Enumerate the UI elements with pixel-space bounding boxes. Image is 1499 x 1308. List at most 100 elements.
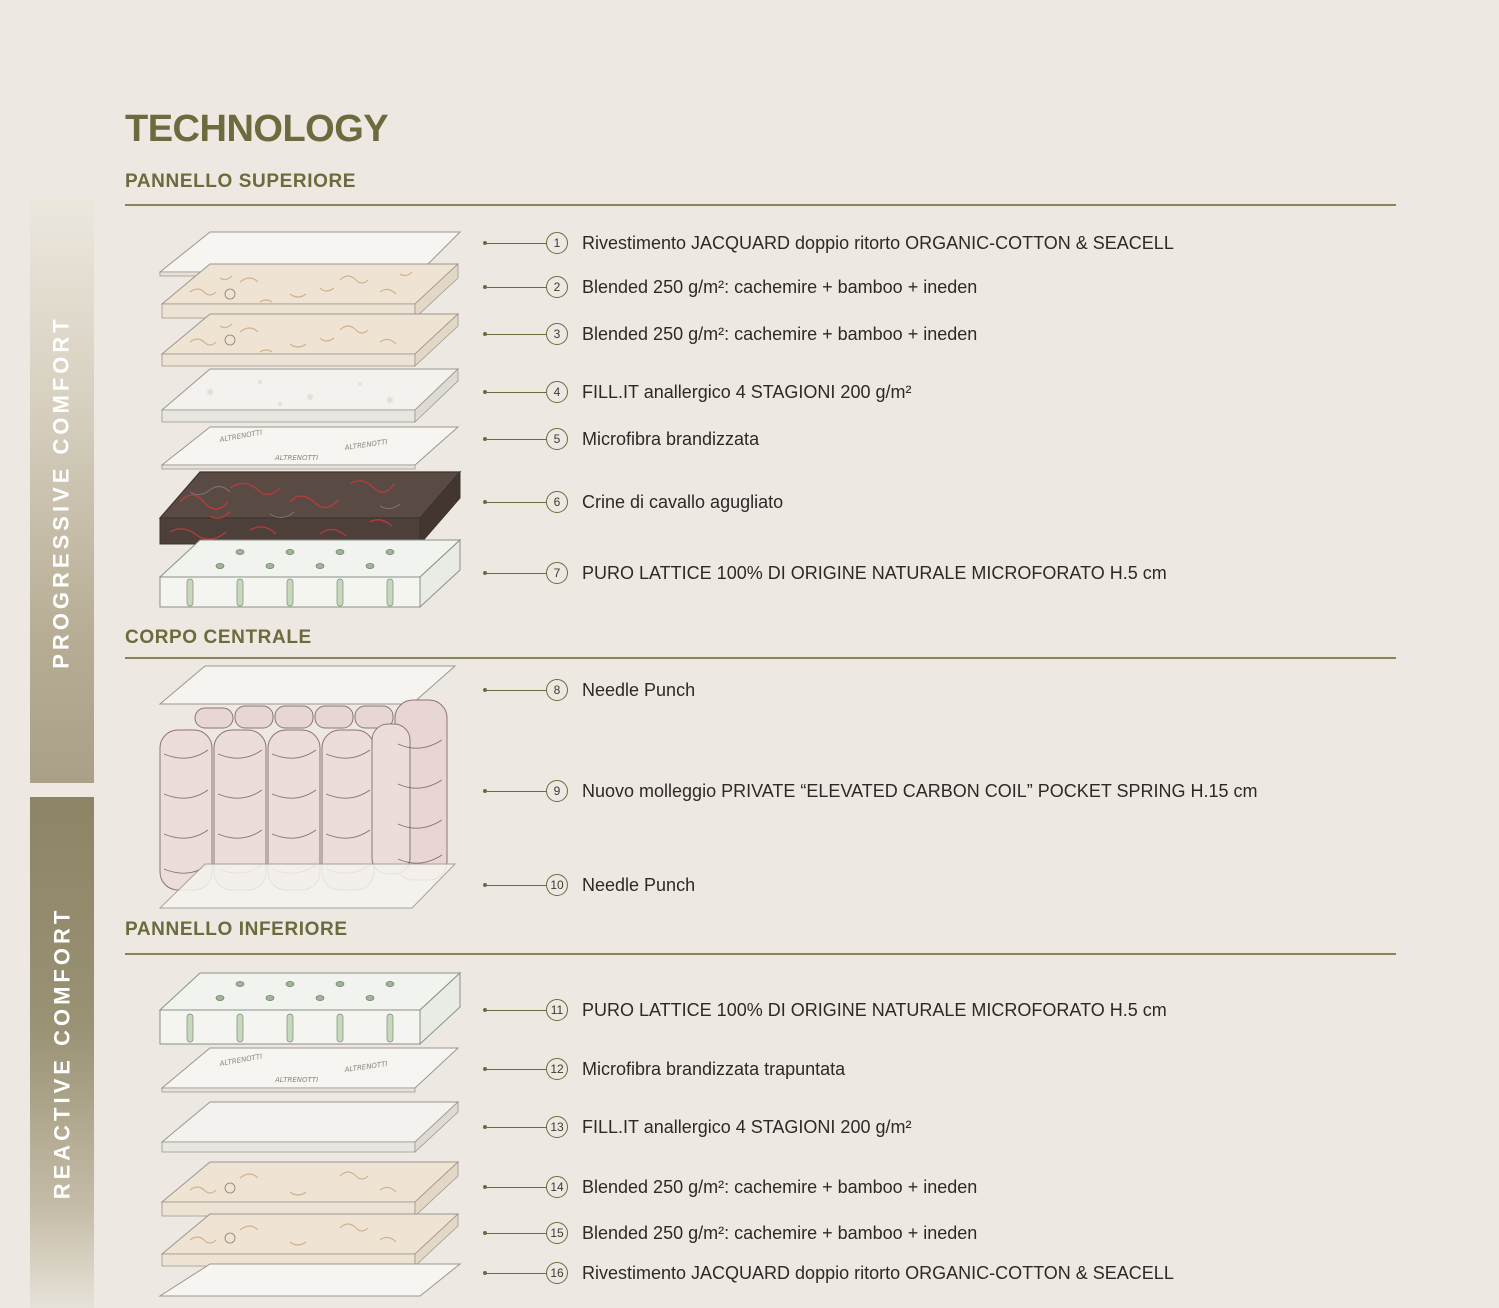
layer-item-11: 11 PURO LATTICE 100% DI ORIGINE NATURALE… xyxy=(483,997,1167,1023)
leader-dot xyxy=(483,883,487,887)
leader-line xyxy=(487,1068,546,1070)
leader-dot xyxy=(483,571,487,575)
jacquard-cover-layer-drawing xyxy=(158,1263,462,1297)
leader-dot xyxy=(483,285,487,289)
leader-line xyxy=(487,1009,546,1011)
leader-dot xyxy=(483,390,487,394)
layer-number-badge: 13 xyxy=(546,1116,568,1138)
layer-number-badge: 9 xyxy=(546,780,568,802)
page-title: TECHNOLOGY xyxy=(125,108,389,150)
blended-fiber-layer-drawing xyxy=(160,263,460,319)
leader-dot xyxy=(483,332,487,336)
layer-number-badge: 14 xyxy=(546,1176,568,1198)
layer-description: Needle Punch xyxy=(582,679,696,700)
layer-item-9: 9 Nuovo molleggio PRIVATE “ELEVATED CARB… xyxy=(483,778,1258,804)
layer-number-badge: 4 xyxy=(546,381,568,403)
section-divider xyxy=(125,953,1396,955)
leader-dot xyxy=(483,1067,487,1071)
leader-line xyxy=(487,333,546,335)
layer-description: Crine di cavallo agugliato xyxy=(582,491,784,512)
layer-item-4: 4 FILL.IT anallergico 4 STAGIONI 200 g/m… xyxy=(483,379,911,405)
blended-fiber-layer-drawing xyxy=(160,1213,460,1267)
needle-punch-top-drawing xyxy=(158,665,457,705)
blended-fiber-layer-drawing xyxy=(160,1161,460,1217)
leader-line xyxy=(487,790,546,792)
leader-dot xyxy=(483,1231,487,1235)
layer-description: FILL.IT anallergico 4 STAGIONI 200 g/m² xyxy=(582,1116,912,1137)
layer-number-badge: 5 xyxy=(546,428,568,450)
progressive-comfort-label: PROGRESSIVE COMFORT xyxy=(49,314,75,669)
layer-number-badge: 2 xyxy=(546,276,568,298)
section-heading-upper-panel: PANNELLO SUPERIORE xyxy=(125,171,357,192)
layer-item-8: 8 Needle Punch xyxy=(483,677,695,703)
section-divider xyxy=(125,657,1396,659)
layer-item-13: 13 FILL.IT anallergico 4 STAGIONI 200 g/… xyxy=(483,1114,911,1140)
layer-number-badge: 15 xyxy=(546,1222,568,1244)
leader-dot xyxy=(483,500,487,504)
section-heading-lower-panel: PANNELLO INFERIORE xyxy=(125,919,348,940)
fill-it-layer-drawing xyxy=(160,368,460,423)
reactive-comfort-label: REACTIVE COMFORT xyxy=(49,906,74,1199)
needle-punch-bottom-drawing xyxy=(158,863,457,909)
layer-number-badge: 3 xyxy=(546,323,568,345)
pocket-spring-illustration xyxy=(158,665,457,909)
horsehair-layer-drawing xyxy=(158,470,462,546)
layer-description: Blended 250 g/m²: cachemire + bamboo + i… xyxy=(582,323,978,344)
layer-description: Nuovo molleggio PRIVATE “ELEVATED CARBON… xyxy=(582,780,1258,801)
layer-number-badge: 10 xyxy=(546,874,568,896)
leader-dot xyxy=(483,789,487,793)
fill-it-layer-drawing xyxy=(160,1101,460,1153)
leader-line xyxy=(487,501,546,503)
leader-line xyxy=(487,1126,546,1128)
layer-item-3: 3 Blended 250 g/m²: cachemire + bamboo +… xyxy=(483,321,977,347)
leader-line xyxy=(487,438,546,440)
layer-description: PURO LATTICE 100% DI ORIGINE NATURALE MI… xyxy=(582,562,1167,583)
progressive-comfort-band: PROGRESSIVE COMFORT xyxy=(30,200,94,783)
layer-item-6: 6 Crine di cavallo agugliato xyxy=(483,489,783,515)
leader-line xyxy=(487,689,546,691)
quilted-microfiber-layer-drawing: ALTRENOTTI ALTRENOTTI ALTRENOTTI xyxy=(160,1047,460,1093)
layer-item-14: 14 Blended 250 g/m²: cachemire + bamboo … xyxy=(483,1174,977,1200)
leader-dot xyxy=(483,1125,487,1129)
layer-number-badge: 11 xyxy=(546,999,568,1021)
layer-number-badge: 12 xyxy=(546,1058,568,1080)
latex-layer-drawing xyxy=(158,538,462,609)
layer-number-badge: 16 xyxy=(546,1262,568,1284)
upper-panel-layers-illustration: ALTRENOTTI ALTRENOTTI ALTRENOTTI xyxy=(158,231,462,609)
layer-item-10: 10 Needle Punch xyxy=(483,872,695,898)
leader-line xyxy=(487,391,546,393)
leader-line xyxy=(487,884,546,886)
leader-dot xyxy=(483,1008,487,1012)
layer-item-2: 2 Blended 250 g/m²: cachemire + bamboo +… xyxy=(483,274,977,300)
layer-number-badge: 7 xyxy=(546,562,568,584)
microfiber-layer-drawing: ALTRENOTTI ALTRENOTTI ALTRENOTTI xyxy=(160,426,460,470)
layer-description: Blended 250 g/m²: cachemire + bamboo + i… xyxy=(582,1176,978,1197)
layer-number-badge: 1 xyxy=(546,232,568,254)
layer-description: Needle Punch xyxy=(582,874,696,895)
layer-item-16: 16 Rivestimento JACQUARD doppio ritorto … xyxy=(483,1260,1174,1286)
layer-item-5: 5 Microfibra brandizzata xyxy=(483,426,759,452)
leader-dot xyxy=(483,1185,487,1189)
blended-fiber-layer-drawing xyxy=(160,313,460,367)
layer-item-7: 7 PURO LATTICE 100% DI ORIGINE NATURALE … xyxy=(483,560,1167,586)
spring-coils-drawing xyxy=(159,699,448,891)
leader-dot xyxy=(483,1271,487,1275)
latex-layer-drawing xyxy=(158,971,462,1046)
lower-panel-layers-illustration: ALTRENOTTI ALTRENOTTI ALTRENOTTI xyxy=(158,971,462,1297)
layer-item-12: 12 Microfibra brandizzata trapuntata xyxy=(483,1056,845,1082)
layer-item-15: 15 Blended 250 g/m²: cachemire + bamboo … xyxy=(483,1220,977,1246)
leader-line xyxy=(487,286,546,288)
leader-dot xyxy=(483,688,487,692)
section-heading-central-body: CORPO CENTRALE xyxy=(125,627,312,648)
layer-description: Blended 250 g/m²: cachemire + bamboo + i… xyxy=(582,276,978,297)
section-divider xyxy=(125,204,1396,206)
leader-line xyxy=(487,1272,546,1274)
layer-number-badge: 8 xyxy=(546,679,568,701)
layer-description: Microfibra brandizzata trapuntata xyxy=(582,1058,846,1079)
leader-line xyxy=(487,572,546,574)
layer-description: Rivestimento JACQUARD doppio ritorto ORG… xyxy=(582,232,1174,253)
leader-line xyxy=(487,242,546,244)
leader-line xyxy=(487,1232,546,1234)
layer-description: Rivestimento JACQUARD doppio ritorto ORG… xyxy=(582,1262,1174,1283)
layer-item-1: 1 Rivestimento JACQUARD doppio ritorto O… xyxy=(483,230,1174,256)
